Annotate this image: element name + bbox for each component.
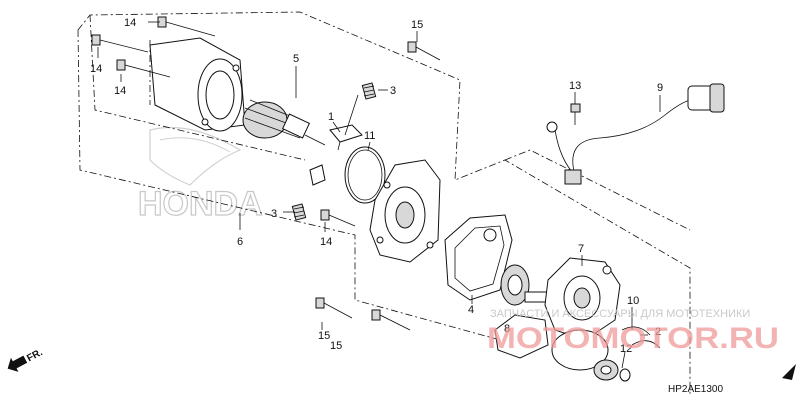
callout-15: 15 bbox=[318, 330, 330, 342]
callout-14: 14 bbox=[90, 63, 102, 75]
leader-lines bbox=[97, 21, 661, 369]
callout-9: 9 bbox=[657, 82, 663, 94]
bolt-14-left-a bbox=[91, 34, 149, 53]
o-ring-lower bbox=[551, 329, 609, 371]
drawing-code: HP2AE1300 bbox=[668, 384, 723, 395]
callout-6: 6 bbox=[237, 236, 243, 248]
circlip-10 bbox=[621, 326, 651, 336]
starter-cable bbox=[546, 83, 725, 185]
brush-spring-upper bbox=[361, 82, 377, 100]
callout-7: 7 bbox=[578, 243, 584, 255]
callout-14: 14 bbox=[114, 85, 126, 97]
bolt-15-lower-a bbox=[315, 297, 353, 319]
washer bbox=[619, 368, 631, 382]
gasket bbox=[444, 214, 513, 301]
callout-14: 14 bbox=[124, 17, 136, 29]
callout-12: 12 bbox=[620, 343, 632, 355]
o-ring bbox=[344, 146, 386, 204]
bolt-14-left-b bbox=[116, 59, 171, 78]
honda-watermark-text: HONDA bbox=[138, 185, 263, 223]
bolt-15-top bbox=[407, 41, 441, 61]
callout-11: 11 bbox=[364, 130, 375, 142]
arrow-left-icon bbox=[7, 355, 28, 372]
site-watermark: ЗАПЧАСТИ И АКСЕССУАРЫ ДЛЯ МОТОТЕХНИКИ MO… bbox=[487, 308, 779, 355]
callout-5: 5 bbox=[293, 53, 299, 65]
callout-3: 3 bbox=[271, 208, 277, 220]
callout-8: 8 bbox=[504, 323, 510, 335]
callout-10: 10 bbox=[627, 295, 639, 307]
callout-4: 4 bbox=[468, 304, 474, 316]
callout-13: 13 bbox=[569, 80, 581, 92]
callout-labels: 14 14 14 5 3 1 11 3 14 6 15 15 15 13 9 7… bbox=[90, 17, 663, 355]
callout-1: 1 bbox=[328, 111, 334, 123]
terminal-bolt bbox=[570, 103, 581, 125]
watermark-caption: ЗАПЧАСТИ И АКСЕССУАРЫ ДЛЯ МОТОТЕХНИКИ bbox=[490, 308, 750, 320]
starter-case bbox=[369, 159, 441, 263]
starter-motor-housing bbox=[149, 37, 246, 132]
watermark-site: MOTOMOTOR.RU bbox=[487, 322, 779, 355]
gear-cover bbox=[544, 257, 621, 341]
callout-15: 15 bbox=[330, 340, 342, 352]
armature bbox=[242, 99, 326, 146]
callout-15: 15 bbox=[411, 19, 423, 31]
bolt-14-top bbox=[157, 16, 216, 37]
o-ring-inner bbox=[347, 149, 383, 201]
circlip-2 bbox=[631, 340, 661, 349]
bolt-14-lower bbox=[320, 209, 356, 227]
drive-gear bbox=[593, 359, 619, 381]
callout-2: 2 bbox=[655, 326, 661, 338]
callout-14: 14 bbox=[320, 236, 332, 248]
arrow-up-right-icon bbox=[782, 364, 796, 380]
callout-3: 3 bbox=[390, 85, 396, 97]
fr-label: FR. bbox=[25, 347, 45, 364]
reduction-gear bbox=[494, 264, 549, 359]
brush-spring-lower bbox=[291, 203, 307, 221]
bolt-15-lower-b bbox=[371, 309, 411, 331]
front-direction-indicator: FR. bbox=[7, 347, 45, 372]
honda-watermark: HONDA bbox=[137, 126, 263, 224]
